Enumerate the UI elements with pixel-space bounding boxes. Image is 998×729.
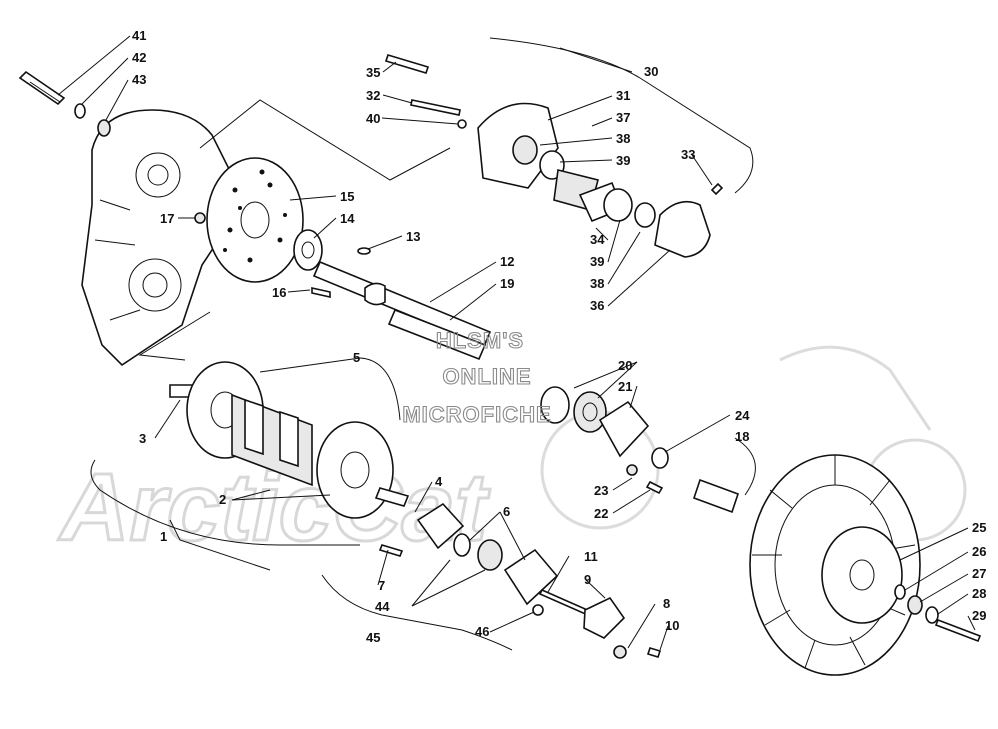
- bolt-29: [934, 618, 982, 643]
- callout-38b: 38: [590, 276, 604, 291]
- callout-13: 13: [406, 229, 420, 244]
- callout-46: 46: [475, 624, 489, 639]
- site-watermark: HLSM'S ONLINE MICROFICHE: [402, 327, 551, 427]
- case-bolt: [18, 70, 66, 106]
- callout-24: 24: [735, 408, 750, 423]
- washer-43: [97, 119, 111, 137]
- bolt-16: [311, 287, 331, 298]
- callout-36: 36: [590, 298, 604, 313]
- callout-21: 21: [618, 379, 632, 394]
- callout-17: 17: [160, 211, 174, 226]
- callout-39a: 39: [616, 153, 630, 168]
- callout-29: 29: [972, 608, 986, 623]
- washer-24: [651, 447, 669, 469]
- nut-17: [194, 212, 206, 224]
- callout-31: 31: [616, 88, 630, 103]
- callout-22: 22: [594, 506, 608, 521]
- callout-44: 44: [375, 599, 390, 614]
- brake-caliper: [477, 102, 565, 189]
- nut-23: [626, 464, 638, 476]
- callout-45: 45: [366, 630, 380, 645]
- bearing-44b: [477, 539, 503, 571]
- seal-38: [634, 202, 656, 228]
- callout-26: 26: [972, 544, 986, 559]
- sleeve-19: [387, 308, 487, 361]
- washer-28: [925, 606, 939, 624]
- callout-33: 33: [681, 147, 695, 162]
- callout-40: 40: [366, 111, 380, 126]
- spacer-46: [532, 604, 544, 616]
- housing-9: [583, 596, 626, 639]
- callout-28: 28: [972, 586, 986, 601]
- callout-6: 6: [503, 504, 510, 519]
- callout-18: 18: [735, 429, 749, 444]
- callout-23: 23: [594, 483, 608, 498]
- bearing-44a: [453, 533, 471, 557]
- callout-35: 35: [366, 65, 380, 80]
- callout-9: 9: [584, 572, 591, 587]
- callout-16: 16: [272, 285, 286, 300]
- bolt-10: [646, 647, 662, 658]
- callout-19: 19: [500, 276, 514, 291]
- nut-8: [613, 645, 627, 659]
- washer-42: [74, 103, 86, 119]
- washer-27: [907, 595, 923, 615]
- callout-10: 10: [665, 618, 679, 633]
- bearing-20: [540, 386, 607, 433]
- key-13: [357, 247, 371, 255]
- callout-4: 4: [435, 474, 443, 489]
- callout-41: 41: [132, 28, 146, 43]
- assembly-lines: [90, 37, 754, 651]
- flange-21: [598, 400, 650, 458]
- callout-1: 1: [160, 529, 167, 544]
- piston-39: [603, 188, 633, 222]
- bolt-32: [410, 99, 461, 116]
- callout-7: 7: [378, 578, 385, 593]
- bearing-plate-4: [416, 502, 465, 550]
- callout-3: 3: [139, 431, 146, 446]
- caliper-half-36: [654, 200, 711, 258]
- callout-25: 25: [972, 520, 986, 535]
- disc-hub: [293, 229, 323, 271]
- spacer-18: [692, 478, 740, 514]
- callout-2: 2: [219, 492, 226, 507]
- callout-42: 42: [132, 50, 146, 65]
- callout-27: 27: [972, 566, 986, 581]
- callout-14: 14: [340, 211, 355, 226]
- callout-37: 37: [616, 110, 630, 125]
- callout-39b: 39: [590, 254, 604, 269]
- driven-clutch: [749, 454, 921, 676]
- callout-11: 11: [584, 549, 598, 564]
- callout-43: 43: [132, 72, 146, 87]
- leader-lines: [57, 35, 976, 651]
- callout-8: 8: [663, 596, 670, 611]
- callout-5: 5: [353, 350, 360, 365]
- callout-30: 30: [644, 64, 658, 79]
- callout-38a: 38: [616, 131, 630, 146]
- bolt-7: [378, 544, 404, 557]
- callout-15: 15: [340, 189, 354, 204]
- bolt-22: [645, 480, 664, 495]
- callout-34: 34: [590, 232, 605, 247]
- watermark-line3: MICROFICHE: [402, 402, 551, 427]
- brake-disc: [206, 157, 304, 283]
- engine-case: [81, 109, 233, 367]
- callout-32: 32: [366, 88, 380, 103]
- callout-12: 12: [500, 254, 514, 269]
- pin-35: [384, 54, 430, 74]
- watermark-line2: ONLINE: [442, 364, 531, 389]
- bleeder-33: [710, 182, 724, 196]
- washer-26: [894, 584, 906, 600]
- washer-40: [457, 119, 467, 129]
- drive-clutch: [169, 361, 410, 519]
- callout-20: 20: [618, 358, 632, 373]
- watermark-line1: HLSM'S: [436, 328, 524, 353]
